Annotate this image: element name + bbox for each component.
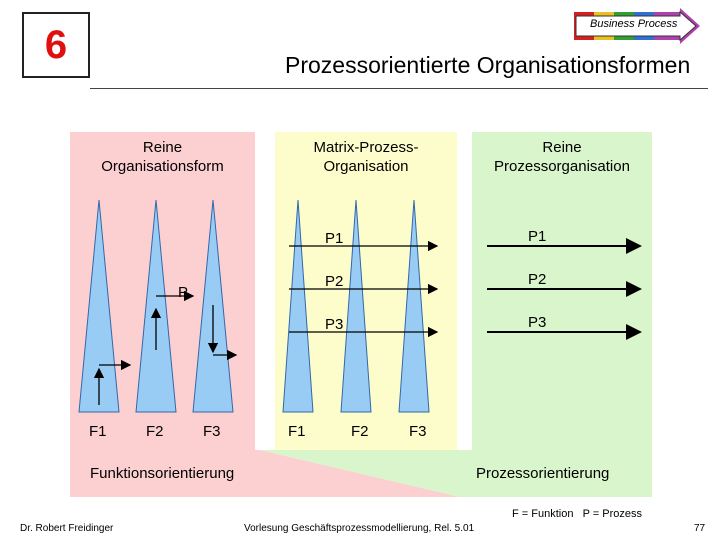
mid-process-label-p2: P2 bbox=[325, 273, 344, 290]
footer-course: Vorlesung Geschäftsprozessmodellierung, … bbox=[244, 523, 475, 534]
logo-text: Business Process bbox=[590, 18, 678, 30]
business-process-logo: Business Process bbox=[568, 6, 708, 48]
mid-process-label-p1: P1 bbox=[325, 230, 344, 247]
triangle-mid-f1 bbox=[282, 199, 314, 413]
slide-title: Prozessorientierte Organisationsformen bbox=[285, 52, 691, 78]
footer-page-number: 77 bbox=[694, 523, 706, 534]
triangle-left-f1 bbox=[78, 199, 120, 413]
panel-left-heading: Reine Organisationsform bbox=[101, 139, 224, 175]
panel-right-bg bbox=[472, 132, 652, 450]
left-function-label-f1: F1 bbox=[89, 423, 107, 440]
triangle-left-f2 bbox=[135, 199, 177, 413]
slide-number-box: 6 bbox=[22, 12, 90, 78]
orientation-band-right bbox=[260, 450, 652, 497]
panel-middle-heading: Matrix-Prozess- Organisation bbox=[313, 139, 419, 175]
triangle-mid-f2 bbox=[340, 199, 372, 413]
orientation-right-label: Prozessorientierung bbox=[476, 465, 610, 482]
triangle-mid-f3 bbox=[398, 199, 430, 413]
mid-function-label-f2: F2 bbox=[351, 423, 369, 440]
orientation-left-label: Funktionsorientierung bbox=[90, 465, 235, 482]
panel-right-heading: Reine Prozessorganisation bbox=[494, 139, 630, 175]
right-process-label-p2: P2 bbox=[528, 271, 547, 288]
left-function-label-f2: F2 bbox=[146, 423, 164, 440]
mid-process-label-p3: P3 bbox=[325, 316, 344, 333]
left-function-label-f3: F3 bbox=[203, 423, 221, 440]
mid-function-label-f1: F1 bbox=[288, 423, 306, 440]
legend-text: F = Funktion P = Prozess bbox=[512, 508, 643, 520]
footer-author: Dr. Robert Freidinger bbox=[20, 523, 114, 534]
mid-function-label-f3: F3 bbox=[409, 423, 427, 440]
title-divider bbox=[90, 88, 708, 89]
right-process-label-p3: P3 bbox=[528, 314, 547, 331]
logo-arrow-icon bbox=[574, 8, 700, 44]
slide-number: 6 bbox=[44, 22, 68, 67]
left-process-label: P bbox=[178, 284, 189, 301]
right-process-label-p1: P1 bbox=[528, 228, 547, 245]
orientation-band-left bbox=[70, 450, 460, 497]
